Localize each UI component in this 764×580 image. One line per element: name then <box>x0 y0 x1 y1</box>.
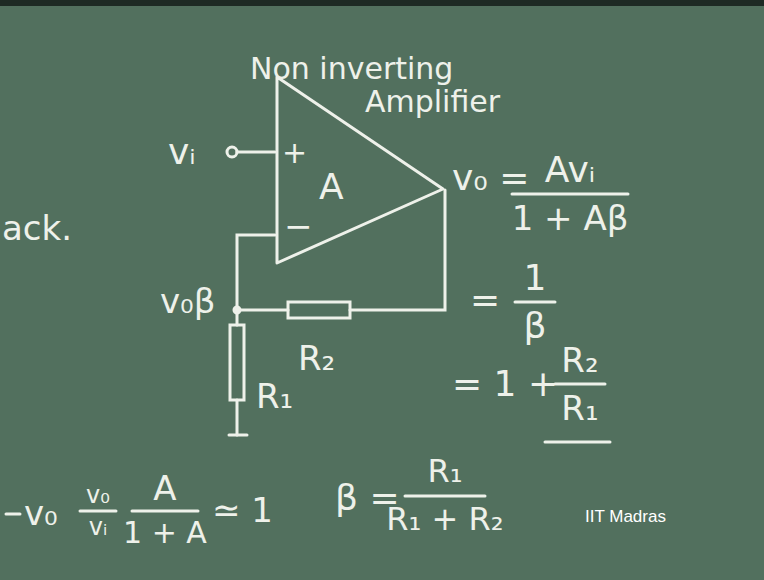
fraction-bar <box>80 510 116 513</box>
equation-text: 1 + Aβ <box>505 200 635 237</box>
equation-text: ≃ 1 <box>212 492 273 529</box>
equation-text: = 1 + <box>452 364 558 404</box>
fraction-bar <box>555 383 605 386</box>
side-note: ack. <box>2 210 72 247</box>
arrow-dash <box>6 513 20 516</box>
input-wire <box>237 151 275 154</box>
signal-name: v₀ <box>24 495 58 532</box>
r2-wire <box>237 309 288 312</box>
equation-text: vᵢ <box>78 514 118 540</box>
equation-text: R₁ <box>405 454 485 489</box>
equation-text: β <box>515 306 555 346</box>
opamp-triangle-outline <box>277 77 443 263</box>
equation-text: R₁ <box>555 390 605 427</box>
equation-text: A <box>130 470 200 507</box>
ground-wire <box>236 400 239 435</box>
equation-text: 1 + A <box>118 516 212 549</box>
ground-symbol <box>229 434 247 437</box>
equation-text: v₀ <box>78 482 118 508</box>
fraction-bar <box>132 510 198 513</box>
resistor-symbol <box>288 302 350 318</box>
equation-text: = <box>470 280 500 320</box>
pin-sign: + <box>282 136 307 169</box>
signal-name: vᵢ <box>168 132 196 172</box>
equation-text: R₂ <box>555 342 605 379</box>
equation-text: v₀ = <box>452 158 529 198</box>
opamp-gain: A <box>319 167 344 207</box>
board-frame <box>0 0 764 6</box>
watermark: IIT Madras <box>585 508 666 527</box>
resistor-symbol <box>230 325 244 400</box>
underline <box>545 441 610 444</box>
fraction-bar <box>405 495 485 498</box>
signal-name: v₀β <box>160 283 215 320</box>
part-name: R₂ <box>298 340 335 377</box>
fraction-bar <box>515 301 555 304</box>
pin-sign: − <box>284 208 313 245</box>
fraction-bar <box>512 193 628 196</box>
equation-text: R₁ + R₂ <box>385 502 505 537</box>
equation-text: 1 <box>515 258 555 298</box>
equation-text: Avᵢ <box>512 150 628 190</box>
part-name: R₁ <box>256 378 293 415</box>
